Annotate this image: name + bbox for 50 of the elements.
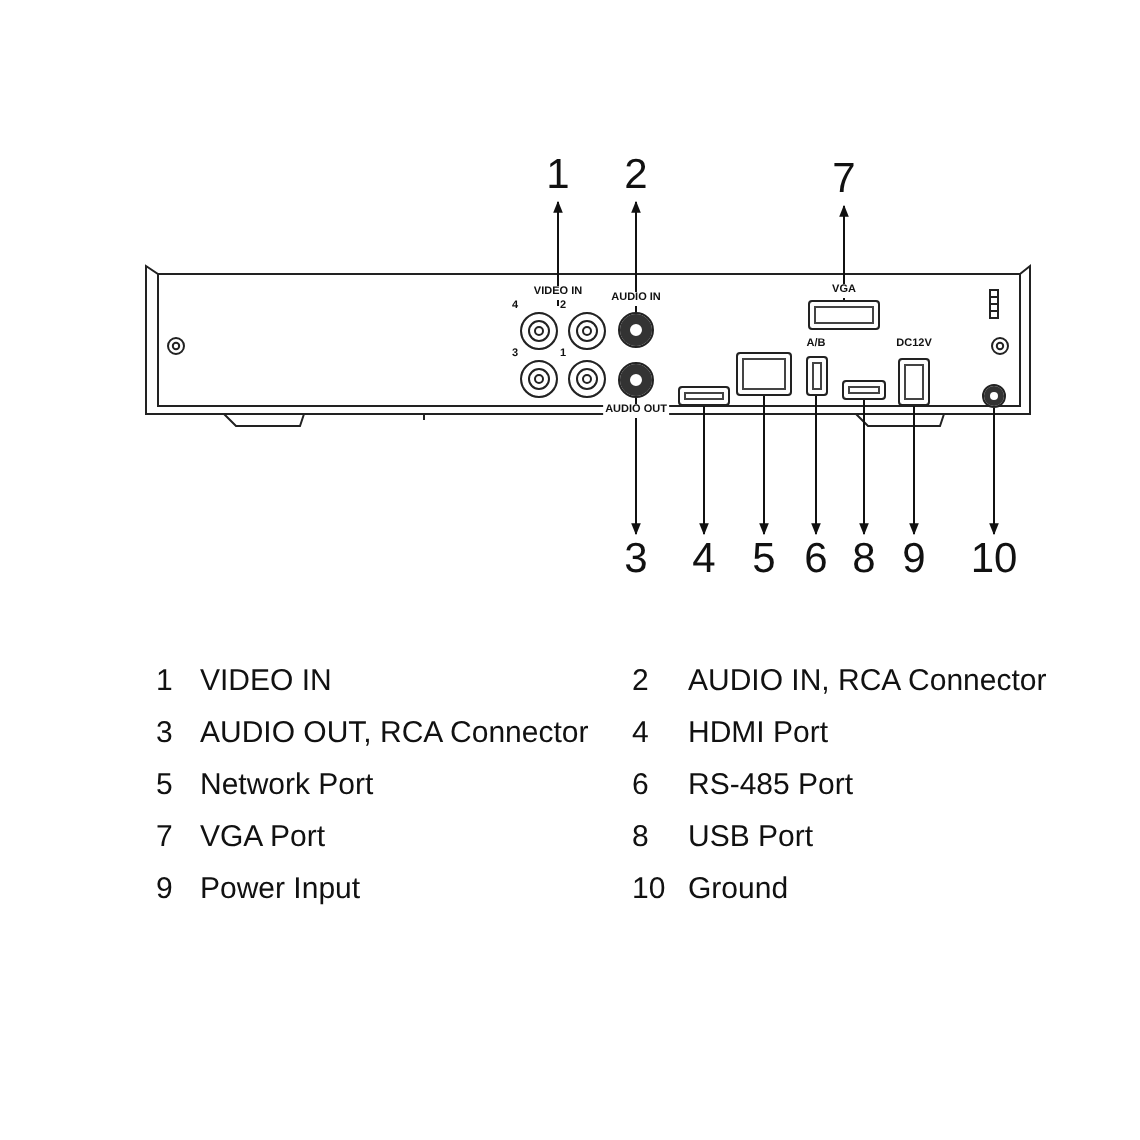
key-description: HDMI Port [688,716,829,752]
callout-number: 9 [892,536,936,584]
key-number: 8 [632,820,649,856]
key-number: 7 [156,820,173,856]
key-description: VIDEO IN [200,664,332,700]
bnc-connectors [512,306,608,402]
key-description: Network Port [200,768,374,804]
key-number: 3 [156,716,173,752]
callout-number: 1 [534,152,582,200]
leader-line [839,204,849,301]
leader-line [811,395,821,536]
callout-number: 2 [612,152,660,200]
key-description: Power Input [200,872,361,908]
leader-line [909,405,919,536]
network-port [736,352,792,396]
key-number: 6 [632,768,649,804]
key-description: AUDIO IN, RCA Connector [688,664,1047,700]
callout-number: 5 [740,536,788,584]
vga-port [808,300,880,330]
key-number: 9 [156,872,173,908]
rca-jack [618,312,654,348]
rca-jack [618,362,654,398]
callout-number: 6 [794,536,838,584]
callout-number: 3 [612,536,660,584]
key-number: 10 [632,872,666,908]
leader-line [859,399,869,536]
leader-line [759,395,769,536]
hdmi-port [678,386,730,406]
leader-line [989,407,999,536]
key-number: 5 [156,768,173,804]
leader-line [631,200,641,313]
leader-line [631,397,641,536]
key-number: 2 [632,664,649,700]
callout-number: 4 [680,536,728,584]
key-description: RS-485 Port [688,768,854,804]
power-jack [898,358,930,406]
leader-line [699,405,709,536]
key-number: 1 [156,664,173,700]
usb-port [842,380,886,400]
callout-number: 8 [842,536,886,584]
ground-screw [982,384,1006,408]
key-description: Ground [688,872,789,908]
key-description: AUDIO OUT, RCA Connector [200,716,589,752]
callout-number: 10 [968,536,1020,584]
key-description: USB Port [688,820,814,856]
terminal-block [806,356,828,396]
callout-number: 7 [820,156,868,204]
key-description: VGA Port [200,820,326,856]
key-number: 4 [632,716,649,752]
leader-line [553,200,563,307]
